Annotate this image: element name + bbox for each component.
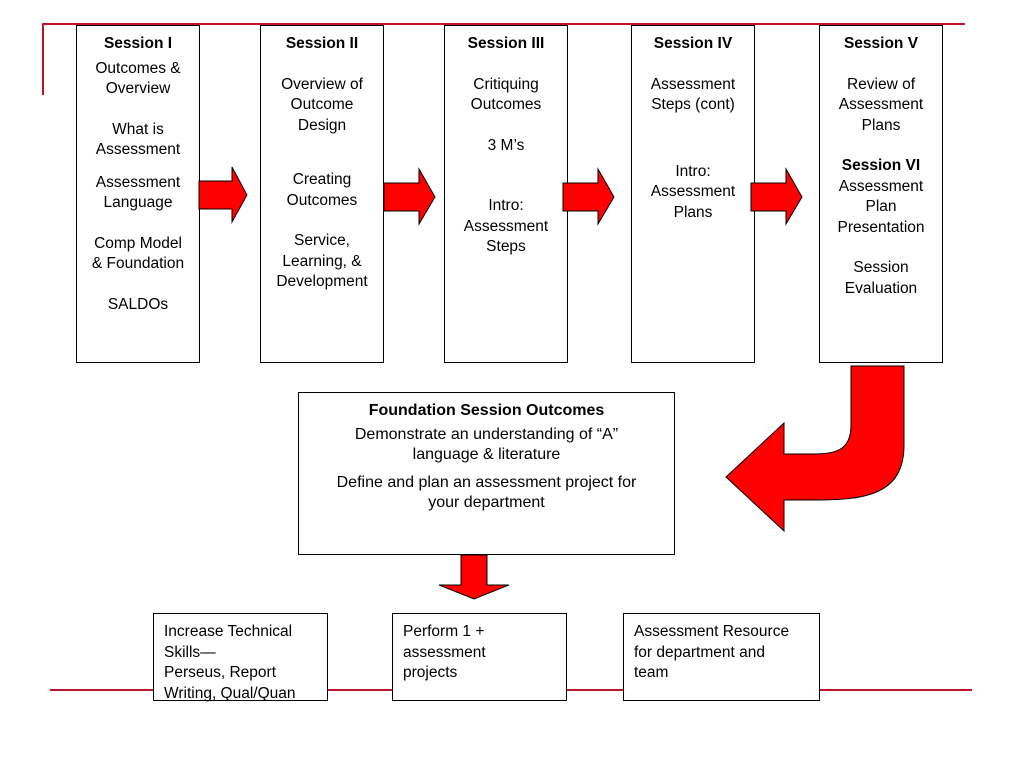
down-arrow-icon: [438, 554, 510, 600]
session-line: Outcomes: [286, 191, 358, 209]
outcome-line: team: [634, 664, 669, 681]
session-line: Review of: [846, 75, 916, 93]
session-line: Plans: [861, 116, 901, 134]
outcome-line: assessment: [403, 643, 486, 661]
outcome-box-technical-skills: Increase Technical Skills— Perseus, Repo…: [153, 613, 328, 702]
session-line: Language: [103, 194, 173, 211]
foundation-line: language & literature: [412, 446, 561, 463]
session-line: Steps (cont): [651, 96, 735, 113]
session-line: SALDOs: [107, 295, 169, 313]
session-box-4: Session IV Assessment Steps (cont) Intro…: [631, 25, 755, 363]
right-arrow-icon: [562, 167, 615, 226]
foundation-line: Demonstrate an understanding of “A”: [354, 425, 619, 443]
right-arrow-icon: [750, 167, 803, 226]
outcome-line: projects: [403, 664, 458, 681]
foundation-line: your department: [428, 494, 545, 511]
session-line: Creating: [292, 171, 352, 188]
session-title: Session V: [843, 35, 919, 52]
outcome-line: Skills—: [164, 643, 216, 661]
outcome-line: Assessment Resource: [634, 623, 790, 640]
session-box-2: Session II Overview of Outcome Design Cr…: [260, 25, 384, 363]
session-line: Outcomes &: [95, 59, 181, 77]
session-line: Service,: [294, 232, 350, 249]
session-title: Session I: [103, 35, 173, 52]
top-rule: [43, 23, 965, 25]
curved-arrow-icon: [725, 365, 905, 533]
session-line: Session: [853, 259, 909, 276]
session-line: Steps: [486, 238, 526, 255]
session-line: What is: [112, 120, 164, 138]
session-line: Evaluation: [844, 279, 918, 297]
session-line: 3 M’s: [487, 136, 525, 154]
session-box-5: Session V Review of Assessment Plans Ses…: [819, 25, 943, 363]
session-line: Assessment: [838, 177, 924, 195]
session-box-1: Session I Outcomes & Overview What is As…: [76, 25, 200, 363]
session-line: Intro:: [488, 197, 524, 214]
session-line: & Foundation: [91, 255, 185, 272]
outcome-box-assessment-resource: Assessment Resource for department and t…: [623, 613, 820, 701]
session-title: Session IV: [653, 35, 733, 52]
session-title: Session III: [467, 35, 545, 52]
session-subtitle: Session VI: [841, 157, 921, 174]
outcome-box-assessment-projects: Perform 1 + assessment projects: [392, 613, 567, 701]
session-line: Assessment: [838, 96, 924, 113]
session-line: Assessment: [463, 217, 549, 235]
session-line: Assessment: [95, 173, 181, 191]
left-rule: [42, 23, 44, 95]
session-line: Intro:: [675, 162, 711, 180]
session-line: Design: [297, 116, 347, 134]
session-line: Outcome: [290, 96, 354, 113]
outcome-line: Increase Technical: [164, 623, 293, 640]
right-arrow-icon: [383, 167, 436, 226]
session-line: Assessment: [650, 75, 736, 93]
foundation-title: Foundation Session Outcomes: [368, 402, 605, 419]
session-line: Outcomes: [470, 96, 542, 113]
outcome-line: Perseus, Report: [164, 664, 276, 681]
foundation-line: Define and plan an assessment project fo…: [336, 473, 637, 491]
session-title: Session II: [285, 35, 359, 52]
outcome-line: for department and: [634, 643, 765, 661]
session-line: Comp Model: [94, 234, 182, 252]
session-line: Learning, &: [282, 252, 362, 270]
foundation-outcomes-box: Foundation Session Outcomes Demonstrate …: [298, 392, 675, 555]
session-line: Overview of: [281, 75, 363, 93]
session-line: Plans: [673, 203, 713, 221]
session-line: Critiquing: [473, 75, 539, 93]
session-line: Assessment: [650, 183, 736, 200]
session-line: Development: [276, 273, 368, 290]
session-line: Presentation: [837, 218, 925, 236]
session-box-3: Session III Critiquing Outcomes 3 M’s In…: [444, 25, 568, 363]
outcome-line: Writing, Qual/Quan: [164, 684, 296, 702]
right-arrow-icon: [198, 166, 248, 224]
session-line: Overview: [105, 80, 171, 97]
session-line: Plan: [865, 198, 897, 215]
outcome-line: Perform 1 +: [403, 623, 485, 640]
session-line: Assessment: [95, 141, 181, 158]
